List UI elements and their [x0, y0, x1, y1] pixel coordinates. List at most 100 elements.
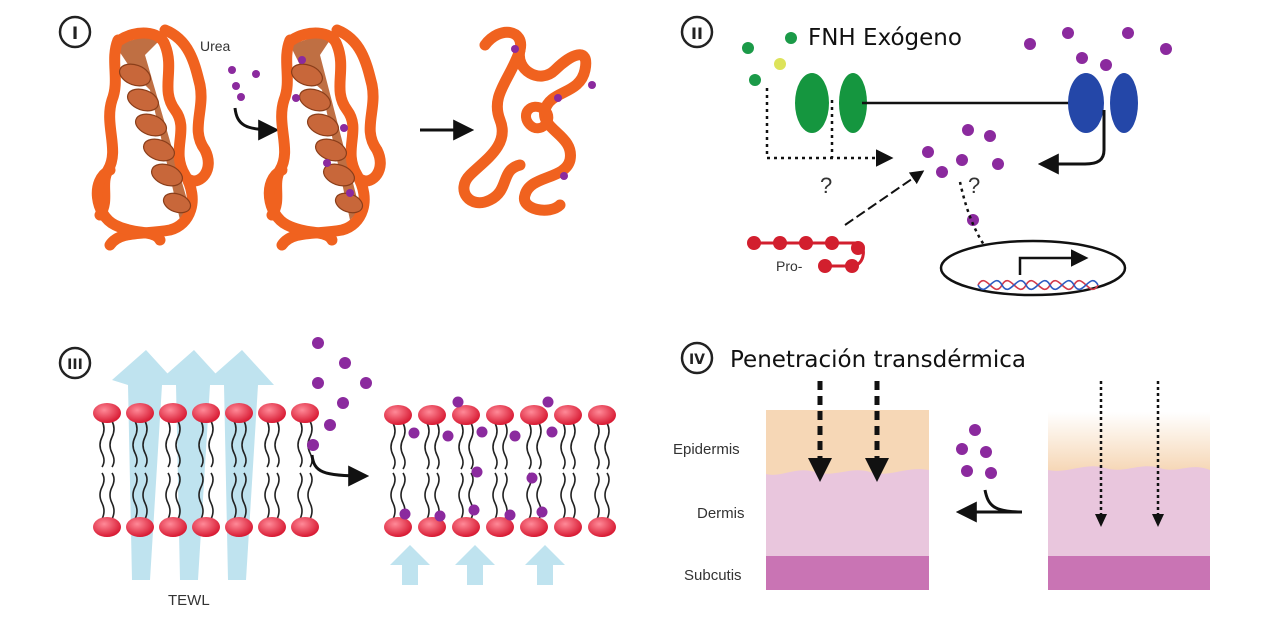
numeral-1: I: [72, 24, 78, 44]
lipid-tail: [198, 420, 204, 468]
lipid-head: [520, 405, 548, 425]
lipid-tail: [132, 420, 138, 468]
lipid-head: [384, 405, 412, 425]
nmf-dot: [468, 504, 480, 516]
lipid-tail: [570, 422, 576, 470]
green-channel: [795, 73, 867, 133]
exogenous-nmf-dots: [1024, 27, 1172, 71]
lipid-head: [192, 403, 220, 423]
lipid-tail: [165, 420, 171, 468]
lipid-head: [554, 405, 582, 425]
lipid-tail: [492, 472, 498, 520]
nmf-dot: [504, 509, 516, 521]
question-mark-1: ?: [820, 173, 832, 198]
skin-cross-section-1: [766, 381, 929, 590]
denatured-protein: [458, 26, 596, 216]
lipid-tail: [142, 472, 148, 520]
numeral-2: II: [691, 24, 703, 43]
lipid-tail: [132, 472, 138, 520]
lipid-tail: [297, 472, 303, 520]
lipid-head: [93, 403, 121, 423]
nmf-dot: [542, 396, 554, 408]
layer-label-dermis: Dermis: [697, 505, 745, 522]
lipid-head: [126, 517, 154, 537]
skin-cross-section-2: [1048, 381, 1210, 590]
dna-helix: [977, 279, 1099, 291]
nmf-dot: [536, 506, 548, 518]
question-mark-2: ?: [968, 173, 980, 198]
lipid-tail: [297, 420, 303, 468]
lipid-tail: [468, 422, 474, 470]
lipid-tail: [390, 422, 396, 470]
nucleus: [939, 239, 1127, 297]
numeral-badge-1: I: [58, 15, 92, 49]
pro-label: Pro-: [776, 258, 803, 274]
lipid-tail: [492, 422, 498, 470]
lipid-head: [93, 517, 121, 537]
lipid-tail: [241, 420, 247, 468]
numeral-3: III: [67, 357, 83, 373]
urea-label: Urea: [200, 38, 231, 54]
lipid-tail: [198, 472, 204, 520]
lipid-tail: [560, 422, 566, 470]
green-dots: [742, 32, 797, 86]
lipid-head: [291, 517, 319, 537]
nmf-dots-3: [307, 337, 372, 451]
lipid-head: [384, 517, 412, 537]
lipid-tail: [458, 472, 464, 520]
lipid-tail: [241, 472, 247, 520]
lipid-tail: [231, 472, 237, 520]
blue-channel: [1068, 73, 1138, 133]
lipid-tail: [264, 472, 270, 520]
lipid-tail: [231, 420, 237, 468]
lipid-tail: [604, 472, 610, 520]
lipid-head: [159, 403, 187, 423]
nmf-dot: [408, 427, 420, 439]
lipid-tail: [594, 472, 600, 520]
urea-dots: [228, 66, 260, 101]
lipid-head: [588, 405, 616, 425]
lipid-head: [258, 403, 286, 423]
lipid-tail: [458, 422, 464, 470]
lipid-tail: [434, 422, 440, 470]
lipid-tail: [400, 422, 406, 470]
dotted-uptake-arrows: [765, 88, 894, 167]
numeral-badge-2: II: [680, 15, 714, 49]
lipid-tail: [165, 472, 171, 520]
nmf-dot: [434, 510, 446, 522]
nmf-dot: [509, 430, 521, 442]
pro-chain-arrow: [844, 170, 925, 226]
lipid-tail: [390, 472, 396, 520]
layer-label-subcutis: Subcutis: [684, 567, 742, 584]
lipid-head: [452, 405, 480, 425]
lipid-bilayer-1: [93, 403, 319, 537]
nmf-dot: [471, 466, 483, 478]
nmf-dot: [399, 508, 411, 520]
folded-protein: [91, 24, 214, 251]
lipid-head: [520, 517, 548, 537]
nmf-dot: [526, 472, 538, 484]
lipid-tail: [570, 472, 576, 520]
lipid-head: [258, 517, 286, 537]
pro-chain: [747, 236, 865, 273]
numeral-badge-3: III: [58, 346, 92, 380]
lipid-tail: [109, 472, 115, 520]
lipid-tail: [424, 472, 430, 520]
lipid-tail: [99, 420, 105, 468]
lipid-head: [418, 405, 446, 425]
lipid-tail: [274, 472, 280, 520]
nmf-dot: [442, 430, 454, 442]
reduced-tewl-arrows: [390, 545, 565, 585]
lipid-tail: [99, 472, 105, 520]
numeral-4: IV: [689, 352, 705, 368]
transporter-arrow: [1037, 110, 1106, 175]
panel-2-title: FNH Exógeno: [808, 25, 962, 51]
panel-4-title: Penetración transdérmica: [730, 347, 1026, 373]
intracellular-nmf-dots: [922, 124, 1004, 226]
lipid-head: [192, 517, 220, 537]
lipid-tail: [109, 420, 115, 468]
lipid-head: [126, 403, 154, 423]
lipid-head: [588, 517, 616, 537]
lipid-tail: [526, 422, 532, 470]
